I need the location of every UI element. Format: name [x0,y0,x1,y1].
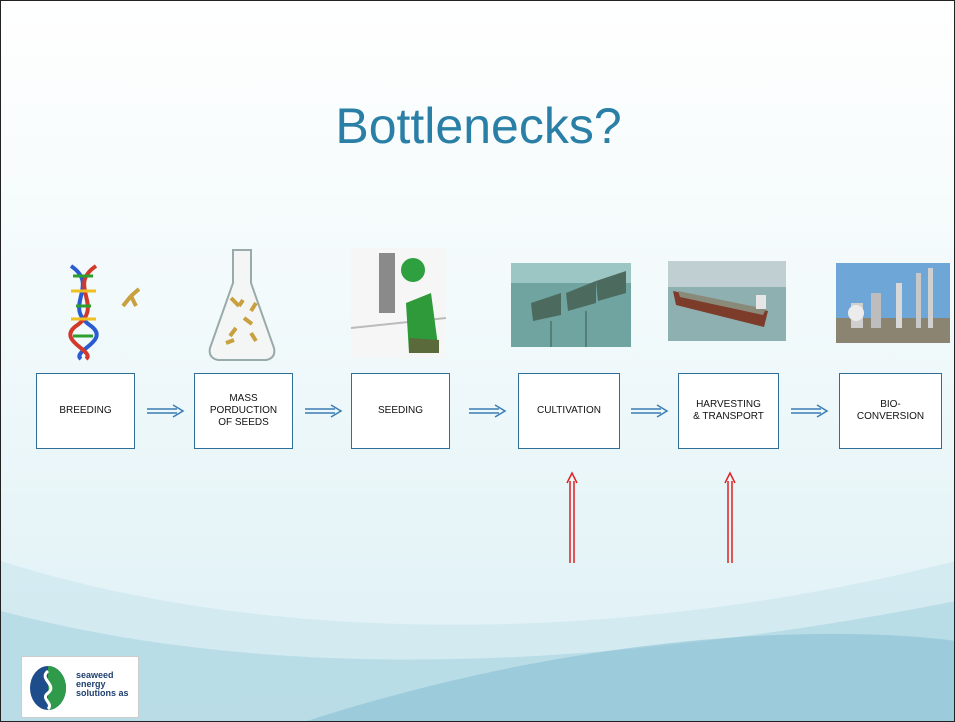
flow-arrow-1 [147,404,185,418]
company-logo: seaweed energy solutions as [21,656,139,718]
slide-title: Bottlenecks? [335,98,622,154]
dna-image [68,264,141,361]
flow-arrow-4 [631,404,669,418]
bottleneck-arrow-harvesting [724,471,736,563]
step-harvesting-transport: HARVESTING & TRANSPORT [678,373,779,449]
step-mass-production: MASS PORDUCTION OF SEEDS [194,373,293,449]
cultivation-image [511,263,631,347]
step-seeding: SEEDING [351,373,450,449]
seaweed-logo-icon [30,666,66,711]
flow-arrow-5 [791,404,829,418]
step-bioconversion: BIO- CONVERSION [839,373,942,449]
flow-arrow-3 [469,404,507,418]
refinery-image [836,263,950,343]
step-cultivation: CULTIVATION [518,373,620,449]
bottleneck-arrow-cultivation [566,471,578,563]
ship-image [668,261,786,341]
flow-arrow-2 [305,404,343,418]
seeding-image [351,248,446,358]
logo-text: seaweed energy solutions as [76,670,129,698]
flask-image [208,249,276,361]
step-breeding: BREEDING [36,373,135,449]
